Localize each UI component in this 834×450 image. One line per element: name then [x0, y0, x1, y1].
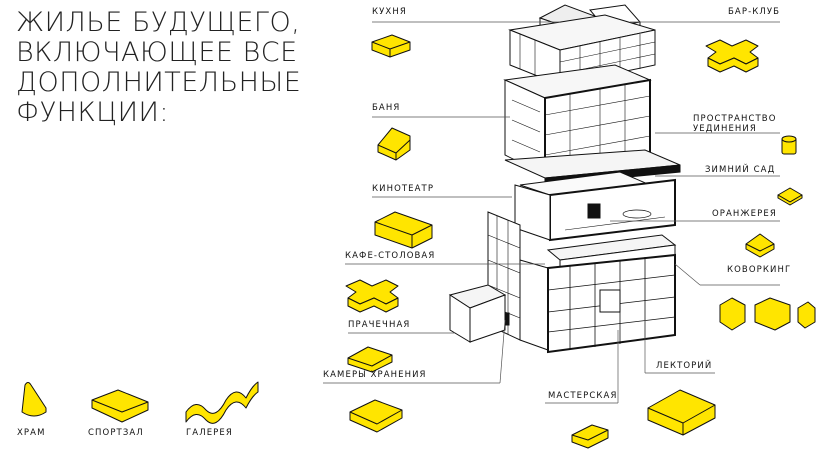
bath-pictogram [377, 127, 411, 161]
label-solitude-1: ПРОСТРАНСТВО [693, 114, 777, 124]
winter-garden-pictogram [777, 187, 803, 206]
temple-pictogram [21, 382, 47, 417]
pictograms [21, 34, 816, 449]
title-line-1: ЖИЛЬЕ БУДУЩЕГО, [16, 7, 301, 38]
storage-pictogram [349, 399, 403, 433]
page-title: ЖИЛЬЕ БУДУЩЕГО, ВКЛЮЧАЮЩЕЕ ВСЕ ДОПОЛНИТЕ… [16, 8, 301, 128]
label-kitchen: КУХНЯ [372, 7, 407, 17]
building-axonometric [448, 4, 681, 354]
kitchen-pictogram [371, 34, 411, 58]
bar-club-pictogram [705, 39, 759, 73]
label-bath: БАНЯ [372, 103, 401, 113]
label-bar-club: БАР-КЛУБ [728, 7, 781, 17]
coworking-pictogram [719, 297, 816, 331]
leader-lines [323, 21, 780, 404]
title-line-3: ДОПОЛНИТЕЛЬНЫЕ [16, 67, 302, 98]
label-storage: КАМЕРЫ ХРАНЕНИЯ [323, 370, 427, 380]
label-cinema: КИНОТЕАТР [372, 184, 435, 194]
gym-pictogram [91, 389, 149, 423]
label-laundry: ПРАЧЕЧНАЯ [348, 320, 411, 330]
title-line-4: ФУНКЦИИ: [16, 97, 170, 128]
workshop-pictogram [571, 424, 609, 449]
cafe-pictogram [345, 279, 399, 313]
cinema-pictogram [374, 211, 433, 249]
solitude-pictogram [781, 135, 797, 155]
label-orangery: ОРАНЖЕРЕЯ [712, 209, 777, 219]
label-solitude-2: УЕДИНЕНИЯ [693, 124, 757, 134]
label-temple: ХРАМ [17, 428, 46, 438]
orangery-pictogram [745, 233, 775, 258]
title-line-2: ВКЛЮЧАЮЩЕЕ ВСЕ [16, 37, 298, 68]
label-winter-garden: ЗИМНИЙ САД [705, 165, 776, 175]
label-workshop: МАСТЕРСКАЯ [548, 391, 618, 401]
gallery-pictogram [185, 381, 259, 424]
label-gallery: ГАЛЕРЕЯ [186, 428, 233, 438]
lecture-pictogram [647, 389, 716, 436]
label-coworking: КОВОРКИНГ [727, 265, 792, 275]
label-lecture: ЛЕКТОРИЙ [656, 361, 713, 371]
label-cafe: КАФЕ-СТОЛОВАЯ [345, 251, 436, 261]
label-gym: СПОРТЗАЛ [88, 428, 144, 438]
laundry-pictogram [347, 346, 393, 373]
